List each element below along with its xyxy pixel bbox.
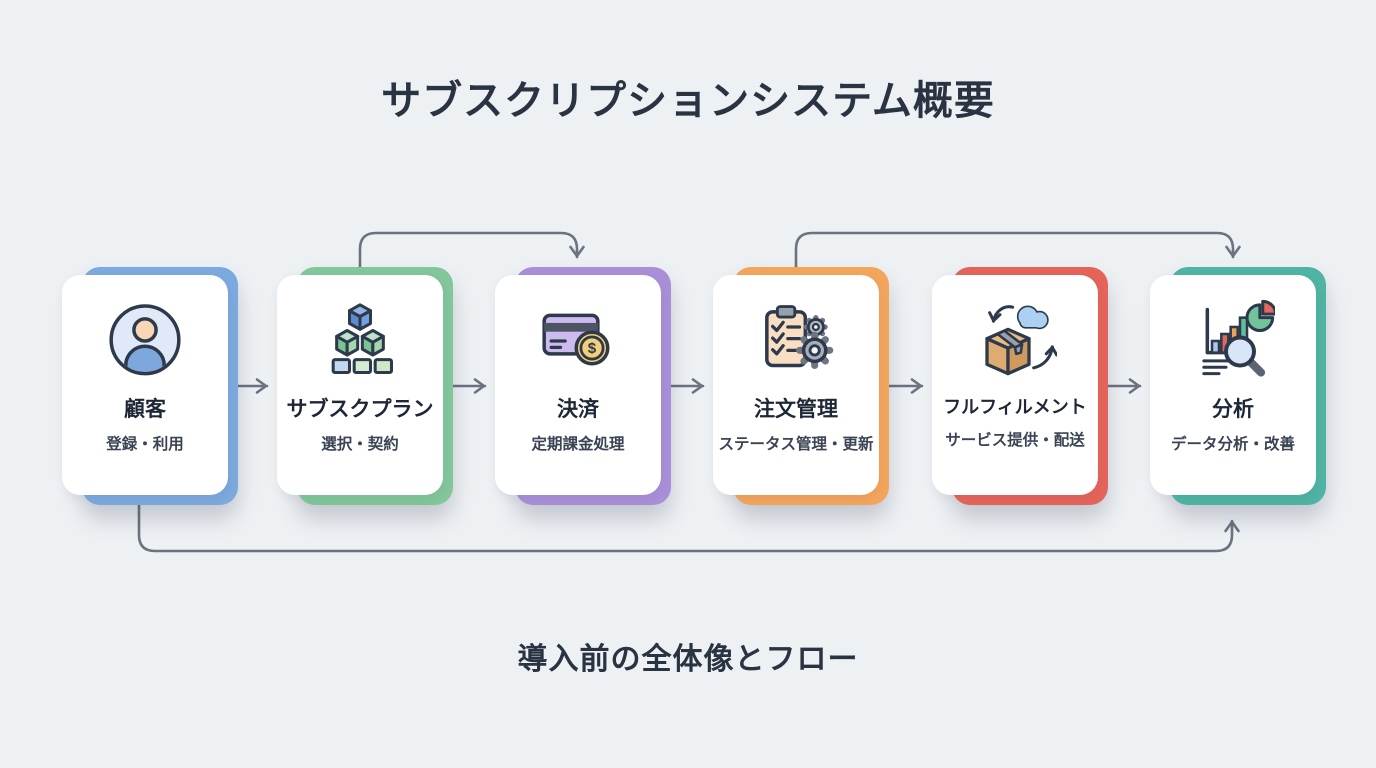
card-title: 顧客 [124, 398, 166, 421]
box-cloud-sync-icon [973, 297, 1057, 385]
card-subtitle: 定期課金処理 [531, 436, 625, 453]
card-subtitle: 登録・利用 [106, 436, 184, 453]
step-card-order: 注文管理 ステータス管理・更新 [713, 267, 889, 505]
step-card-fulfillment: フルフィルメント サービス提供・配送 [932, 267, 1108, 505]
user-icon [103, 297, 187, 385]
step-card-payment: $ 決済 定期課金処理 [495, 267, 671, 505]
credit-card-coin-icon: $ [536, 297, 620, 385]
card-title: サブスクプラン [286, 398, 434, 421]
loop-customer-to-analysis [137, 496, 1240, 553]
analytics-icon [1191, 297, 1275, 385]
card-subtitle: データ分析・改善 [1170, 436, 1295, 453]
step-card-analysis: 分析 データ分析・改善 [1150, 267, 1326, 505]
card-title: フルフィルメント [943, 397, 1087, 417]
step-card-customer: 顧客 登録・利用 [62, 267, 238, 505]
clipboard-gears-icon [754, 297, 838, 385]
svg-text:$: $ [588, 340, 597, 357]
cubes-icon [318, 297, 402, 385]
card-subtitle: ステータス管理・更新 [718, 436, 874, 453]
card-title: 決済 [557, 398, 599, 421]
step-card-plan: サブスクプラン 選択・契約 [277, 267, 453, 505]
diagram-caption: 導入前の全体像とフロー [517, 643, 859, 676]
loop-order-to-analysis [794, 231, 1241, 274]
card-title: 注文管理 [754, 398, 838, 421]
card-subtitle: サービス提供・配送 [945, 432, 1085, 449]
card-subtitle: 選択・契約 [321, 436, 399, 453]
loop-plan-to-payment [358, 231, 585, 274]
card-title: 分析 [1212, 398, 1254, 421]
page-title: サブスクリプションシステム概要 [381, 79, 995, 123]
